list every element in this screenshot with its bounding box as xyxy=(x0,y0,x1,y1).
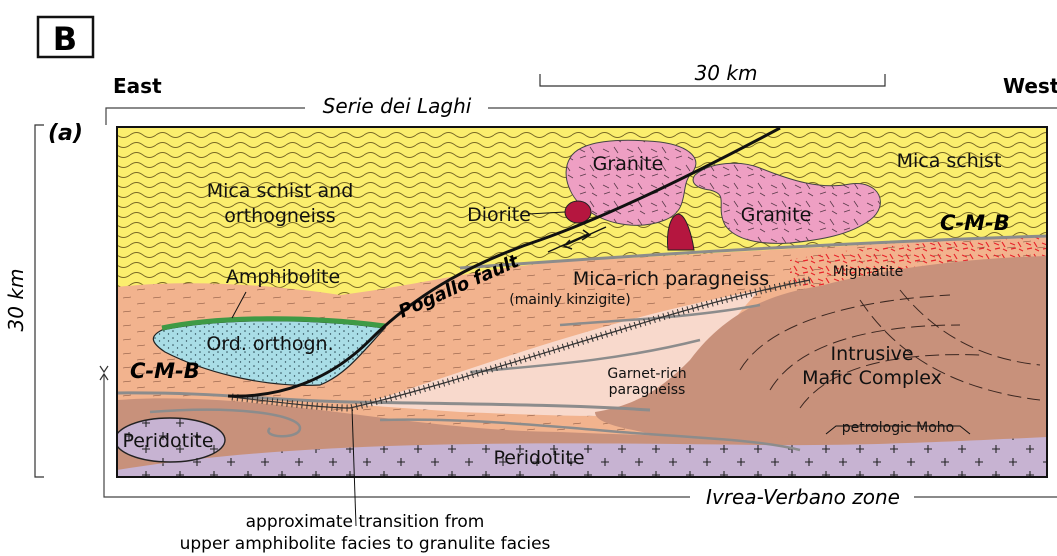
ivrea-verbano-label: Ivrea-Verbano zone xyxy=(706,485,900,509)
vertical-scale-label: 30 km xyxy=(4,269,28,332)
label-intrusive-1: Intrusive xyxy=(830,343,913,365)
west-label: West xyxy=(1003,74,1057,98)
label-kinzigite: (mainly kinzigite) xyxy=(509,292,631,308)
horizontal-scale-label: 30 km xyxy=(695,61,758,85)
diorite-body xyxy=(565,201,591,223)
label-diorite: Diorite xyxy=(467,204,531,226)
label-amphibolite: Amphibolite xyxy=(226,266,340,288)
cmb-label-left: C-M-B xyxy=(130,359,200,383)
panel-label: B xyxy=(53,20,77,58)
serie-dei-laghi-bracket xyxy=(106,108,1057,125)
label-granite-1: Granite xyxy=(593,153,664,175)
label-peridotite-main: Peridotite xyxy=(493,447,584,469)
label-intrusive-2: Mafic Complex xyxy=(802,367,942,389)
label-garnet-paragneiss-1: Garnet-rich xyxy=(607,366,686,382)
label-mica-schist-orthogneiss-1: Mica schist and xyxy=(207,180,354,202)
caption-line-2: upper amphibolite facies to granulite fa… xyxy=(180,534,551,554)
label-mica-schist-orthogneiss-2: orthogneiss xyxy=(224,205,335,227)
section-label: (a) xyxy=(48,121,83,146)
caption-line-1: approximate transition from xyxy=(246,512,485,532)
label-mica-schist: Mica schist xyxy=(897,150,1002,172)
label-migmatite: Migmatite xyxy=(833,264,904,280)
label-petrologic-moho: petrologic Moho xyxy=(842,420,954,436)
label-ord-orthogneiss: Ord. orthogn. xyxy=(206,333,333,355)
east-label: East xyxy=(113,74,162,98)
label-garnet-paragneiss-2: paragneiss xyxy=(609,382,686,398)
cmb-label-right: C-M-B xyxy=(940,211,1010,235)
label-mica-rich-paragneiss: Mica-rich paragneiss xyxy=(573,268,769,290)
label-granite-2: Granite xyxy=(741,204,812,226)
vertical-scale-bar xyxy=(35,125,44,477)
serie-dei-laghi-label: Serie dei Laghi xyxy=(323,94,472,118)
label-peridotite-lens: Peridotite xyxy=(122,430,213,452)
